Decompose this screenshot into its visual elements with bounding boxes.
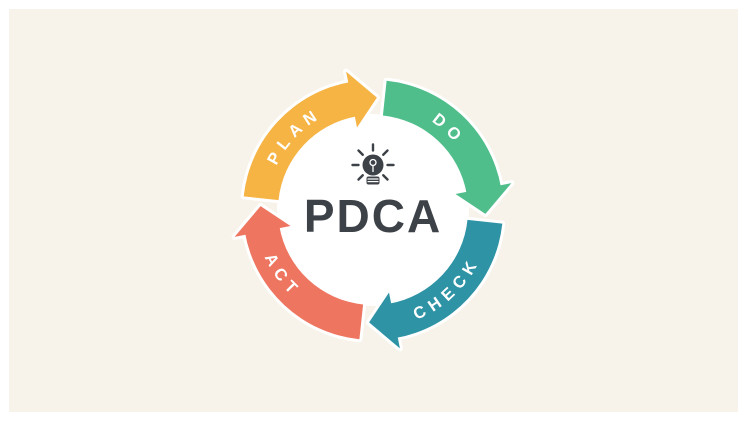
center-inner-circle [277,114,469,306]
lightbulb-rays [351,143,395,181]
segment-plan-arrow [243,71,377,201]
segment-check-arrow [369,219,503,349]
segment-act-arrow [234,206,364,340]
lightbulb-icon [351,143,395,185]
segment-arrows-layer [234,71,512,349]
center-label: PDCA [304,190,442,242]
lightbulb-base [366,176,380,185]
lightbulb-base-lines [367,178,379,183]
segment-do-arrow [382,80,512,214]
